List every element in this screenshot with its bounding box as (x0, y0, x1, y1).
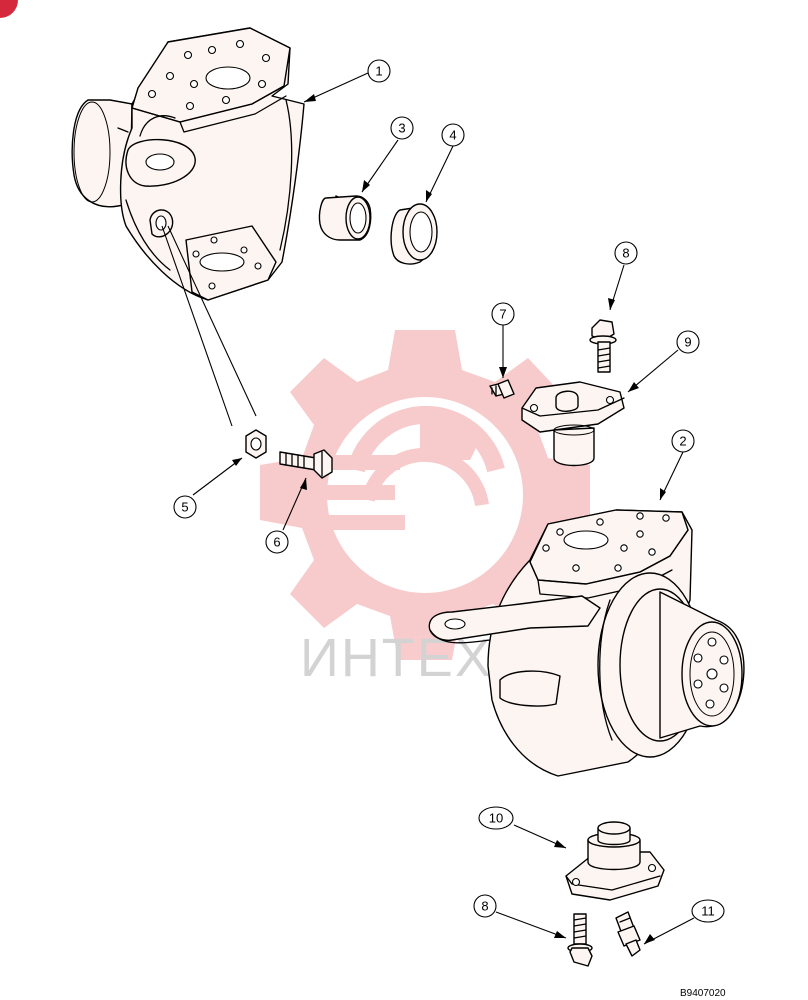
part-8-flange-bolt-upper (589, 319, 617, 373)
arrowhead-3 (362, 180, 370, 192)
callout-11: 11 (691, 899, 725, 923)
part-4-seal (390, 203, 438, 265)
arrowhead-9 (628, 382, 639, 392)
arrowhead-10 (554, 840, 566, 848)
assembly-line-b (167, 225, 257, 417)
leader-8b (495, 911, 567, 939)
watermark-gear-icon (260, 330, 590, 660)
part-11-grease-fitting (615, 911, 641, 957)
part-5-nut (245, 429, 267, 459)
part-6-bolt (279, 449, 333, 479)
svg-text:7: 7 (499, 307, 506, 322)
callout-3: 3 (390, 116, 414, 140)
leader-4 (425, 145, 454, 203)
drawing-code: B9407020 (680, 988, 726, 999)
callout-2: 2 (671, 429, 695, 453)
arrowhead-11 (644, 934, 655, 944)
part-2-steering-knuckle (428, 509, 745, 777)
part-10-lower-kingpin (565, 821, 665, 901)
svg-text:5: 5 (181, 500, 188, 515)
part-8-flange-bolt-lower (567, 913, 593, 967)
svg-text:3: 3 (398, 121, 405, 136)
callout-7: 7 (491, 302, 515, 326)
part-3-bushing (318, 195, 372, 241)
arrowhead-8b (554, 931, 566, 938)
arrowhead-7 (499, 367, 507, 378)
callout-8a: 8 (614, 241, 638, 265)
callout-1: 1 (367, 59, 391, 83)
assembly-line-a (161, 225, 233, 427)
svg-text:2: 2 (679, 434, 686, 449)
svg-text:8: 8 (622, 246, 629, 261)
arrowhead-1 (304, 94, 316, 102)
arrowhead-8a (608, 298, 615, 310)
corner-badge (0, 0, 18, 18)
svg-text:4: 4 (449, 128, 456, 143)
svg-text:10: 10 (489, 811, 503, 826)
svg-text:9: 9 (684, 335, 691, 350)
callout-4: 4 (441, 123, 465, 147)
callout-5: 5 (173, 495, 197, 519)
arrowhead-2 (660, 488, 666, 500)
part-9-upper-kingpin (521, 381, 625, 467)
leader-3 (361, 139, 399, 193)
svg-text:1: 1 (375, 64, 382, 79)
part-7-grease-fitting (489, 379, 515, 399)
part-1-axle-housing (71, 27, 305, 301)
callout-8b: 8 (473, 894, 497, 918)
arrowhead-5 (232, 458, 242, 466)
arrowhead-4 (426, 190, 432, 202)
arrowhead-6 (300, 478, 307, 490)
svg-text:8: 8 (481, 899, 488, 914)
svg-text:6: 6 (273, 535, 280, 550)
callout-6: 6 (265, 530, 289, 554)
svg-text:11: 11 (701, 904, 715, 919)
callout-10: 10 (478, 806, 514, 830)
leader-5 (192, 457, 243, 496)
callout-9: 9 (676, 330, 700, 354)
